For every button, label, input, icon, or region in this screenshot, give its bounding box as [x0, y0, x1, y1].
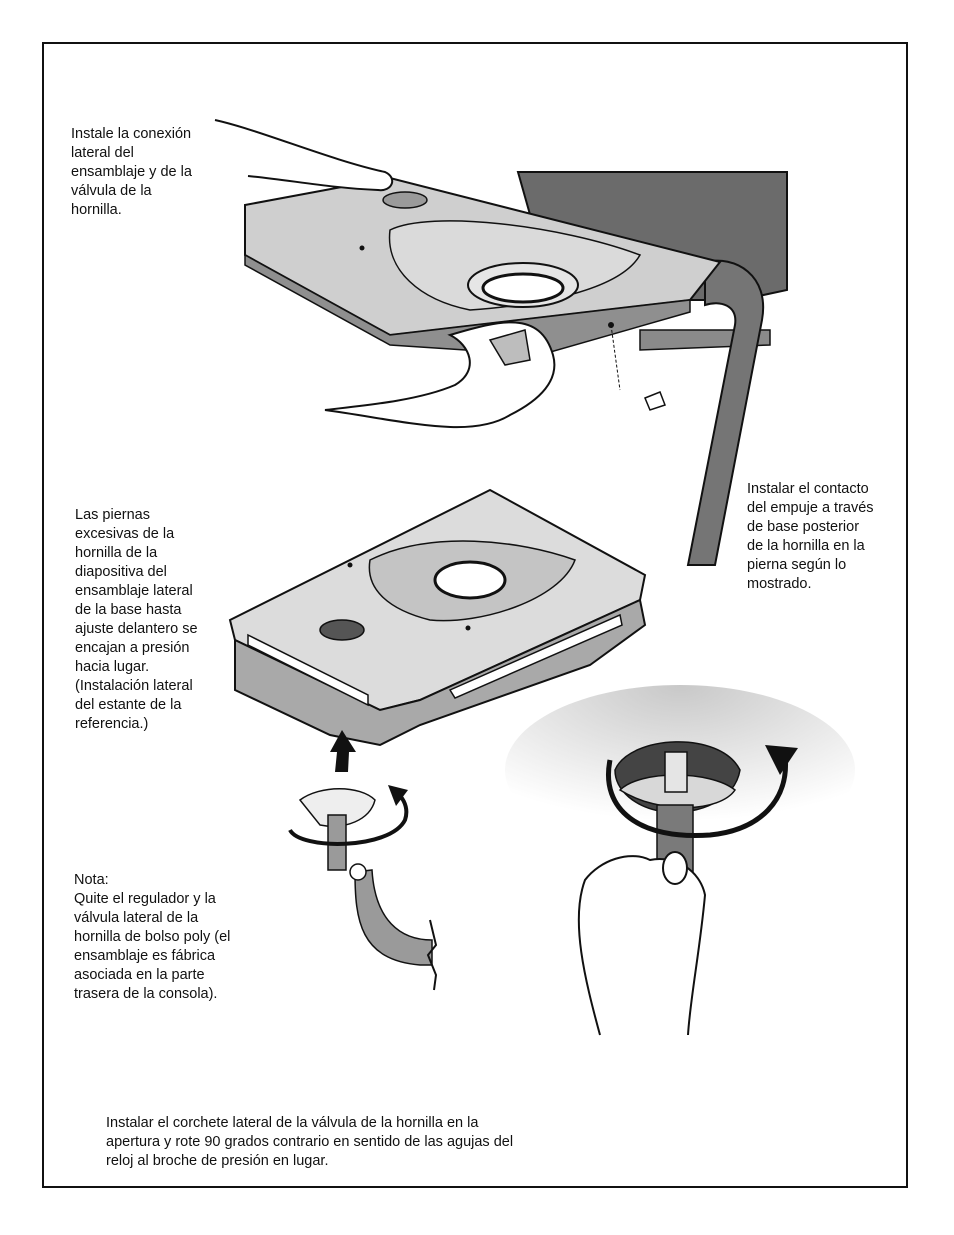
- instruction-thrust-contact: Instalar el contacto del empuje a través…: [747, 481, 874, 592]
- valve-drawing: [288, 785, 438, 991]
- instruction-side-burner-connection: Instale la conexión lateral del ensambla…: [71, 126, 192, 218]
- base-shelf-drawing: [228, 488, 647, 747]
- grill-leg-drawing: [686, 259, 765, 566]
- instruction-valve-bracket: Instalar el corchete lateral de la válvu…: [106, 1115, 514, 1169]
- top-shelf-drawing: [244, 176, 722, 411]
- note-remove-regulator: Nota: Quite el regulador y la válvula la…: [74, 872, 231, 1002]
- instruction-slide-legs: Las piernas excesivas de la hornilla de …: [75, 507, 198, 732]
- detail-closeup-drawing: [505, 685, 855, 1036]
- page-border: [42, 42, 908, 1188]
- up-arrow-drawing: [330, 730, 356, 772]
- hands-drawing: [214, 119, 556, 429]
